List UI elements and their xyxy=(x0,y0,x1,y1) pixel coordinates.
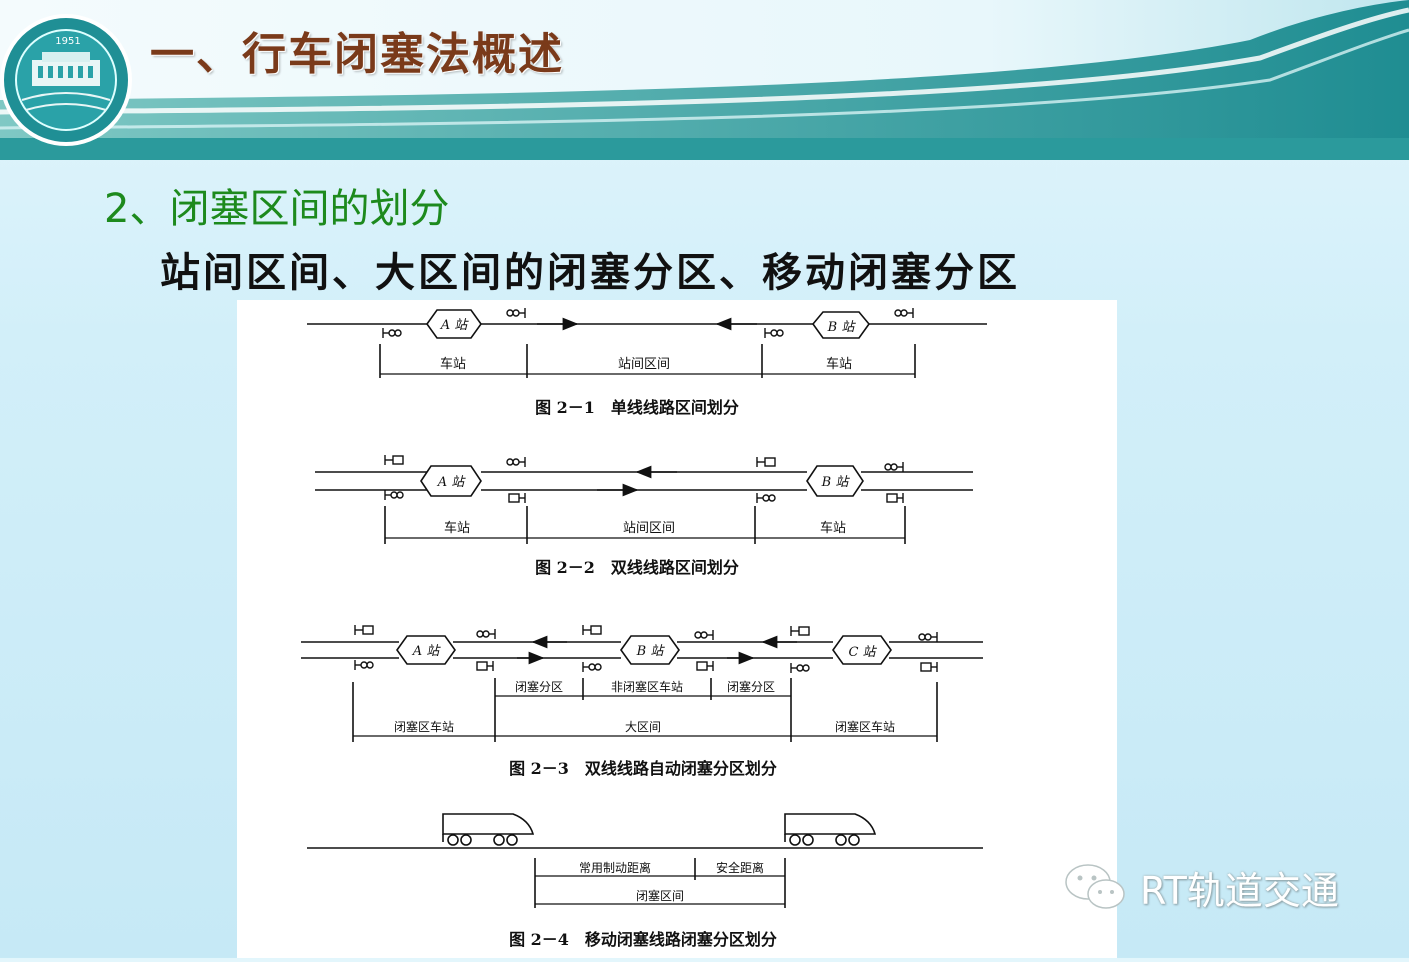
block-section-diagrams: A 站 B 站 车站 站间区间 车站 图 2－1 单线线路区间划分 A 站 B … xyxy=(301,308,987,949)
station-label: A 站 xyxy=(437,475,467,490)
span-label: 车站 xyxy=(826,356,852,372)
figure-3-automatic-block xyxy=(301,625,983,742)
figure-2-double-line xyxy=(315,455,973,544)
train-icon xyxy=(442,813,535,846)
logo-year: 1951 xyxy=(55,36,81,47)
station-label: B 站 xyxy=(827,320,857,335)
span-label: 车站 xyxy=(440,356,466,372)
span-label: 车站 xyxy=(444,520,470,536)
watermark: RT轨道交通 xyxy=(1062,860,1339,914)
figure-4-moving-block xyxy=(307,813,983,908)
figure-caption: 图 2－1 单线线路区间划分 xyxy=(535,398,739,417)
span-label: 闭塞区间 xyxy=(636,888,684,903)
span-label: 站间区间 xyxy=(618,357,670,372)
station-label: A 站 xyxy=(412,644,442,659)
figure-panel: A 站 B 站 车站 站间区间 车站 图 2－1 单线线路区间划分 A 站 B … xyxy=(237,300,1117,958)
span-label: 站间区间 xyxy=(623,521,675,536)
college-seal-icon xyxy=(0,14,132,146)
span-label: 安全距离 xyxy=(716,860,764,875)
header-background xyxy=(0,0,1409,160)
watermark-text: RT轨道交通 xyxy=(1140,868,1339,913)
figure-1-single-line xyxy=(307,308,987,378)
span-label: 闭塞分区 xyxy=(727,679,775,694)
span-label: 常用制动距离 xyxy=(579,860,651,875)
span-label: 车站 xyxy=(820,520,846,536)
span-label: 大区间 xyxy=(625,720,661,734)
span-label: 非闭塞区车站 xyxy=(611,679,683,694)
wechat-icon xyxy=(1065,864,1125,909)
station-label: B 站 xyxy=(636,644,666,659)
span-label: 闭塞分区 xyxy=(515,679,563,694)
span-label: 闭塞区车站 xyxy=(394,719,454,734)
page-title: 一、行车闭塞法概述 xyxy=(150,29,564,80)
figure-caption: 图 2－4 移动闭塞线路闭塞分区划分 xyxy=(509,930,777,949)
section-summary: 站间区间、大区间的闭塞分区、移动闭塞分区 xyxy=(160,250,1020,296)
figure-caption: 图 2－3 双线线路自动闭塞分区划分 xyxy=(509,759,777,778)
station-label: B 站 xyxy=(821,475,851,490)
section-heading: 2、闭塞区间的划分 xyxy=(104,186,450,232)
header-band: 1951 一、行车闭塞法概述 xyxy=(0,0,1409,160)
station-label: C 站 xyxy=(848,645,877,660)
station-label: A 站 xyxy=(440,318,470,333)
train-icon xyxy=(784,813,877,846)
figure-caption: 图 2－2 双线线路区间划分 xyxy=(535,558,739,577)
span-label: 闭塞区车站 xyxy=(835,719,895,734)
